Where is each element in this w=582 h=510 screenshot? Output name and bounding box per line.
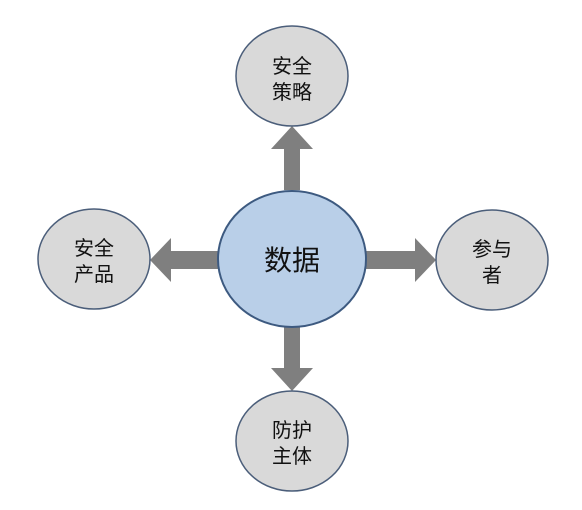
center-node: 数据 <box>217 190 367 328</box>
satellite-right: 参与 者 <box>435 209 549 311</box>
satellite-right-ellipse <box>435 209 549 311</box>
arrow-to-left <box>150 238 219 282</box>
arrow-to-bottom <box>271 326 313 391</box>
arrows <box>150 126 436 391</box>
satellite-top: 安全 策略 <box>235 25 349 127</box>
center-ellipse <box>217 190 367 328</box>
satellite-bottom-line-1: 防护 <box>272 418 312 442</box>
satellite-right-line-1: 参与 <box>472 237 512 261</box>
center-label: 数据 <box>264 244 320 277</box>
arrow-to-top <box>271 126 313 190</box>
satellite-top-line-1: 安全 <box>272 54 312 78</box>
satellite-top-line-2: 策略 <box>272 80 312 104</box>
satellite-top-ellipse <box>235 25 349 127</box>
satellite-left-ellipse <box>37 208 151 310</box>
satellite-left-line-1: 安全 <box>74 236 114 260</box>
satellite-left: 安全 产品 <box>37 208 151 310</box>
satellite-right-line-2: 者 <box>482 263 502 287</box>
satellite-bottom: 防护 主体 <box>235 390 349 492</box>
satellite-bottom-line-2: 主体 <box>272 444 312 468</box>
satellite-left-line-2: 产品 <box>74 262 114 286</box>
arrow-to-right <box>366 238 436 282</box>
satellite-bottom-ellipse <box>235 390 349 492</box>
